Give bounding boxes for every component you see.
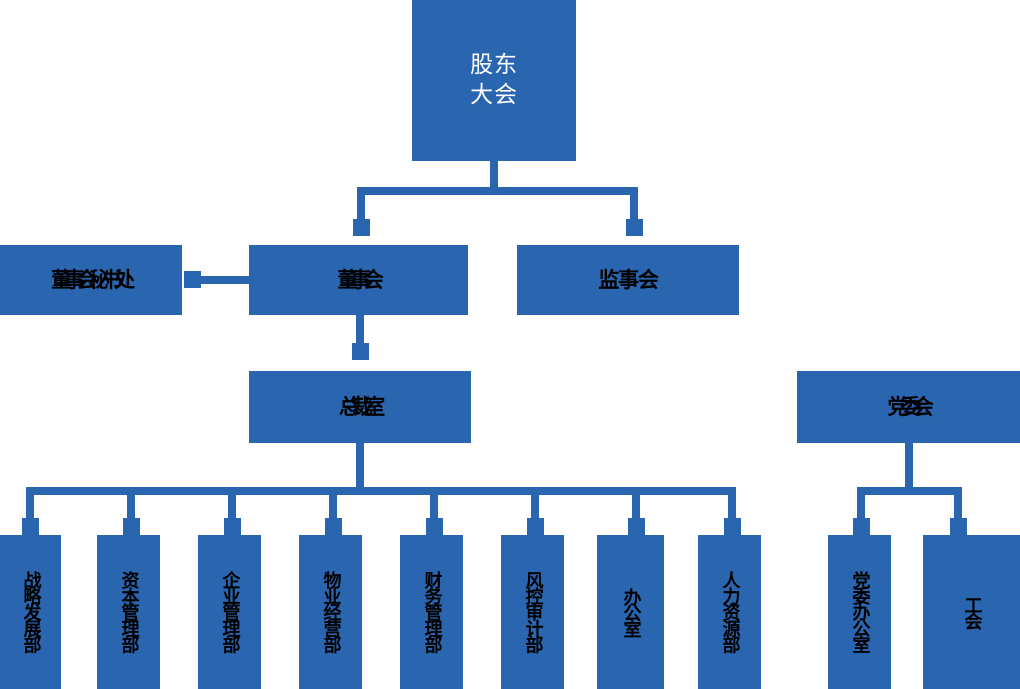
connector-party-bar: [857, 487, 962, 495]
nub-dept-4: [325, 518, 342, 535]
nub-supervisors: [626, 219, 643, 236]
node-label-president-office: 总裁室: [339, 394, 385, 419]
nub-party-dept-1: [853, 518, 870, 535]
connector-leg-dept-3: [228, 495, 236, 520]
connector-leg-dept-8: [728, 495, 736, 520]
nub-dept-6: [527, 518, 544, 535]
node-label-shareholders-meeting: 股东 大会: [470, 51, 518, 108]
nub-dept-5: [426, 518, 443, 535]
node-label-dept-property-operations: 物业经营部: [320, 571, 342, 653]
node-label-party-committee: 党委会: [887, 394, 934, 419]
node-label-board-secretariat: 董事会秘书处: [51, 267, 135, 292]
node-label-dept-office: 办公室: [620, 587, 642, 637]
node-dept-risk-control-audit[interactable]: 风控审计部: [501, 535, 564, 689]
node-dept-financial-management[interactable]: 财务管理部: [400, 535, 463, 689]
node-label-dept-human-resources: 人力资源部: [719, 571, 741, 653]
node-label-dept-labor-union: 工会: [961, 595, 983, 629]
connector-root-down: [490, 161, 498, 187]
node-label-dept-risk-control-audit: 风控审计部: [522, 571, 544, 653]
connector-level2-bar: [357, 187, 638, 195]
node-dept-capital-management[interactable]: 资本管理部: [97, 535, 160, 689]
node-board-of-supervisors[interactable]: 监事会: [517, 245, 739, 315]
node-board-of-directors[interactable]: 董事会: [249, 245, 468, 315]
node-dept-enterprise-management[interactable]: 企业管理部: [198, 535, 261, 689]
nub-party-dept-2: [950, 518, 967, 535]
connector-leg-dept-1: [26, 495, 34, 520]
node-label-dept-capital-management: 资本管理部: [118, 571, 140, 653]
connector-secretariat-lateral: [200, 276, 250, 284]
node-label-dept-financial-management: 财务管理部: [421, 571, 443, 653]
connector-leg-party-2: [954, 495, 962, 520]
node-dept-property-operations[interactable]: 物业经营部: [299, 535, 362, 689]
node-label-dept-enterprise-management: 企业管理部: [219, 571, 241, 653]
connector-leg-dept-7: [632, 495, 640, 520]
connector-leg-dept-6: [531, 495, 539, 520]
node-party-committee[interactable]: 党委会: [797, 371, 1020, 443]
connector-to-board: [357, 195, 365, 223]
nub-dept-3: [224, 518, 241, 535]
node-label-board-of-directors: 董事会: [337, 267, 384, 292]
node-dept-party-committee-office[interactable]: 党委办公室: [828, 535, 891, 689]
node-dept-strategic-development[interactable]: 战略发展部: [0, 535, 61, 689]
nub-dept-1: [22, 518, 39, 535]
connector-to-supervisors: [630, 195, 638, 223]
connector-leg-dept-5: [430, 495, 438, 520]
connector-departments-bar: [26, 487, 736, 495]
node-label-board-of-supervisors: 监事会: [598, 267, 658, 292]
connector-president-down: [356, 443, 364, 487]
connector-leg-dept-4: [329, 495, 337, 520]
connector-leg-dept-2: [127, 495, 135, 520]
nub-dept-7: [628, 518, 645, 535]
node-president-office[interactable]: 总裁室: [249, 371, 471, 443]
node-dept-human-resources[interactable]: 人力资源部: [698, 535, 761, 689]
nub-board-secretariat: [184, 271, 201, 288]
node-shareholders-meeting[interactable]: 股东 大会: [412, 0, 576, 161]
connector-party-down: [905, 443, 913, 487]
nub-board: [353, 219, 370, 236]
connector-leg-party-1: [857, 495, 865, 520]
nub-dept-2: [123, 518, 140, 535]
node-board-secretariat[interactable]: 董事会秘书处: [0, 245, 182, 315]
node-label-dept-strategic-development: 战略发展部: [20, 571, 42, 653]
node-label-dept-party-committee-office: 党委办公室: [849, 571, 871, 653]
nub-dept-8: [724, 518, 741, 535]
connector-board-to-president: [356, 315, 364, 343]
node-dept-office[interactable]: 办公室: [597, 535, 664, 689]
node-dept-labor-union[interactable]: 工会: [923, 535, 1020, 689]
nub-president-office: [352, 343, 369, 360]
